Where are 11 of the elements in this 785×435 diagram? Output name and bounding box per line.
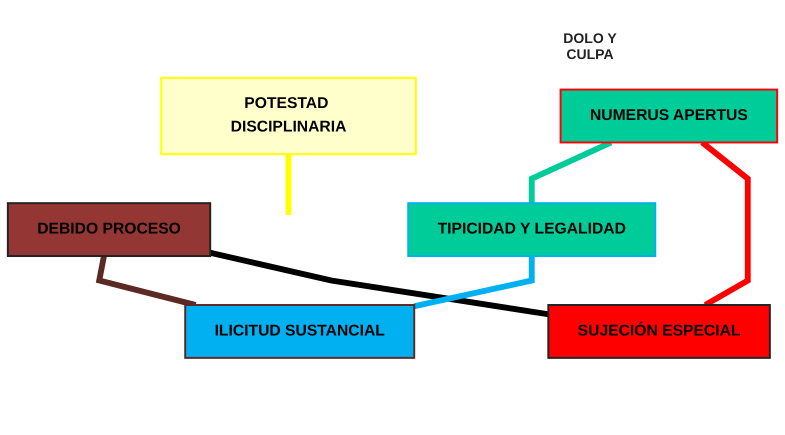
node-box: SUJECIÓN ESPECIAL	[547, 304, 771, 358]
connector	[414, 256, 535, 309]
note-text: DOLO Y CULPA	[562, 30, 618, 62]
node-box: NUMERUS APERTUS	[560, 88, 778, 144]
connector	[286, 154, 292, 215]
node-box: DEBIDO PROCESO	[6, 202, 212, 257]
node-box: POTESTAD DISCIPLINARIA	[160, 76, 417, 155]
node-box: ILICITUD SUSTANCIAL	[184, 304, 416, 358]
connector	[96, 255, 196, 308]
connector	[210, 250, 549, 317]
node-box: TIPICIDAD Y LEGALIDAD	[407, 202, 656, 257]
